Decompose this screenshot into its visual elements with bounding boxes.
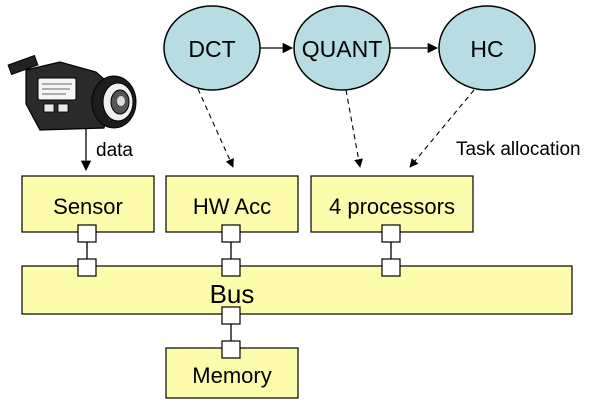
processors-bus-connection (381, 224, 401, 277)
edge-label-data: data (96, 140, 133, 161)
edge-label-task-allocation: Task allocation (456, 139, 581, 160)
component-processors-label: 4 processors (329, 194, 455, 219)
task-quant: QUANT (293, 5, 391, 91)
component-bus-label: Bus (210, 279, 255, 309)
port (77, 224, 97, 243)
bus-memory-connection (221, 306, 241, 359)
task-hc: HC (438, 5, 536, 91)
hwacc-bus-connection (221, 224, 241, 277)
component-sensor-label: Sensor (53, 194, 123, 219)
task-quant-label: QUANT (302, 36, 383, 62)
port (221, 306, 241, 325)
port (77, 258, 97, 277)
task-dct: DCT (163, 5, 261, 91)
component-processors: 4 processors (310, 175, 474, 233)
allocation-quant-processors (345, 89, 363, 168)
component-memory-label: Memory (192, 363, 271, 388)
port (221, 340, 241, 359)
task-dct-label: DCT (188, 36, 235, 62)
allocation-dct-hwacc (197, 88, 234, 168)
component-bus: Bus (21, 265, 573, 315)
sensor-bus-connection (77, 224, 97, 277)
component-sensor: Sensor (21, 175, 155, 233)
component-hw-acc-label: HW Acc (193, 194, 271, 219)
component-hw-acc: HW Acc (165, 175, 299, 233)
port (381, 258, 401, 277)
port (381, 224, 401, 243)
video-camera-icon (7, 54, 137, 131)
task-hc-label: HC (470, 36, 503, 62)
port (221, 258, 241, 277)
component-memory: Memory (165, 347, 299, 399)
allocation-hc-processors (409, 89, 475, 168)
port (221, 224, 241, 243)
